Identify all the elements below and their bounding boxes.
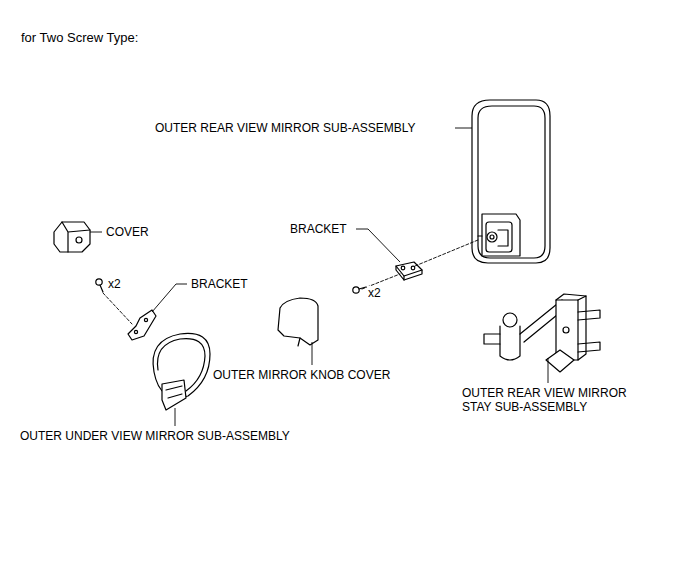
cover-part bbox=[54, 222, 90, 252]
part-name: BRACKET bbox=[289, 222, 348, 236]
screw-symbol bbox=[96, 279, 103, 292]
part-name: OUTER REAR VIEW MIRROR STAY SUB-ASSEMBLY bbox=[461, 386, 649, 414]
quantity-note: x2 bbox=[107, 277, 122, 291]
part-name: BRACKET bbox=[190, 277, 249, 291]
part-name: COVER bbox=[105, 225, 150, 239]
quantity-note: x2 bbox=[367, 286, 382, 300]
mirror-stay bbox=[484, 294, 600, 372]
screw-symbol bbox=[353, 287, 366, 293]
diagram-title: for Two Screw Type: bbox=[20, 30, 139, 46]
bracket-part bbox=[128, 310, 156, 340]
part-name: OUTER MIRROR KNOB COVER bbox=[212, 368, 391, 382]
part-name: OUTER REAR VIEW MIRROR SUB-ASSEMBLY bbox=[154, 121, 416, 135]
part-name: OUTER UNDER VIEW MIRROR SUB-ASSEMBLY bbox=[19, 429, 291, 443]
mirror-head bbox=[472, 100, 550, 263]
knob-cover bbox=[278, 298, 318, 346]
leader-lines bbox=[90, 128, 548, 426]
under-mirror bbox=[153, 333, 210, 410]
